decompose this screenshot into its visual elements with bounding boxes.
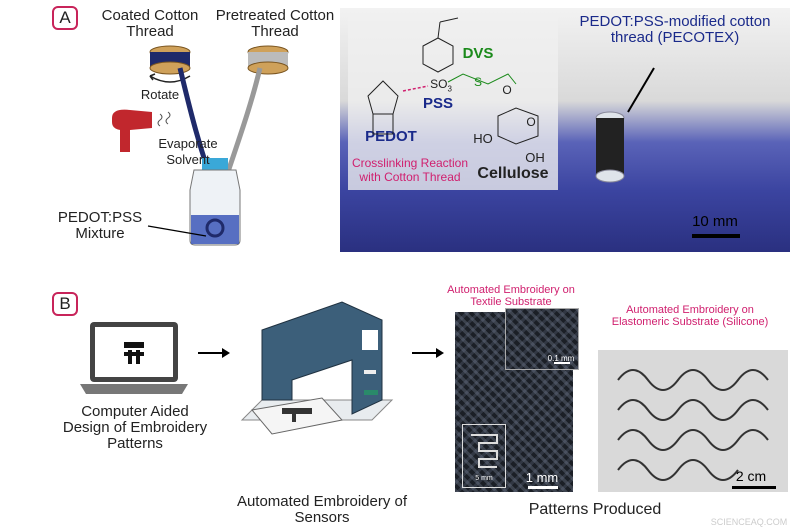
inset-scale-bar: [554, 362, 570, 364]
ho-label: HO: [473, 131, 493, 146]
mixture-label: PEDOT:PSS Mixture: [57, 209, 143, 242]
textile-scale-label: 1 mm: [525, 470, 559, 485]
dvs-sulfur-label: S: [473, 75, 482, 89]
photo-scale-bar: [692, 234, 740, 238]
crosslink-label: Crosslinking Reaction with Cotton Thread: [351, 156, 469, 184]
silicone-scale-bar: [732, 486, 776, 489]
cellulose-label: Cellulose: [477, 165, 549, 182]
cad-label: Computer Aided Design of Embroidery Patt…: [62, 403, 208, 452]
silicone-scale-label: 2 cm: [735, 468, 767, 484]
arrow-right-1: [198, 348, 230, 358]
photo-title: PEDOT:PSS-modified cotton thread (PECOTE…: [579, 13, 771, 46]
ring-oxygen-label: O: [526, 115, 536, 129]
oh-label: OH: [525, 150, 545, 165]
inset-scale-label: 0.1 mm: [547, 354, 575, 363]
pretreated-thread-label: Pretreated Cotton Thread: [215, 7, 335, 40]
pss-label: PSS: [422, 95, 453, 112]
small-scale-label: 5 mm: [475, 475, 493, 482]
dvs-label: DVS: [462, 45, 494, 62]
molecule-structure: [367, 17, 539, 145]
watermark: SCIENCEAQ.COM: [710, 517, 788, 527]
coated-thread-label: Coated Cotton Thread: [101, 7, 199, 40]
silicone-photo: 2 cm: [598, 350, 788, 492]
bottle-cap-icon: [202, 158, 228, 170]
elastomer-title: Automated Embroidery on Elastomeric Subs…: [611, 304, 769, 328]
textile-title: Automated Embroidery on Textile Substrat…: [447, 284, 575, 308]
rotate-label: Rotate: [140, 87, 180, 102]
so3-label: SO3: [430, 77, 452, 94]
chemistry-box: DVS PSS SO3 S PEDOT HO OH O O Crosslinki…: [348, 16, 558, 190]
patterns-label: Patterns Produced: [528, 501, 662, 518]
evaporate-label: Evaporate Solvent: [158, 136, 218, 167]
pretreated-spool-icon: [247, 45, 289, 75]
arrow-right-2: [412, 348, 444, 358]
embroidery-machine-icon: [240, 301, 394, 435]
textile-pattern-inset: 5 mm: [462, 424, 506, 488]
pedot-label: PEDOT: [365, 128, 417, 145]
embroidery-label: Automated Embroidery of Sensors: [236, 493, 408, 526]
hair-dryer-icon: [112, 109, 171, 152]
thread-setup-illustration: [112, 45, 289, 246]
spool-pointer-arrow: [627, 67, 655, 113]
pecotex-spool-icon: [595, 111, 625, 183]
panel-b-label: B: [52, 292, 78, 316]
panel-a-label: A: [52, 6, 78, 30]
textile-inset-photo: 0.1 mm: [505, 308, 579, 370]
coated-spool-icon: [149, 45, 191, 75]
pecotex-photo: PEDOT:PSS-modified cotton thread (PECOTE…: [340, 8, 790, 252]
link-oxygen-label: O: [502, 83, 512, 97]
laptop-icon: [80, 322, 188, 394]
photo-scale-label: 10 mm: [692, 213, 738, 230]
textile-scale-bar: [528, 486, 558, 489]
